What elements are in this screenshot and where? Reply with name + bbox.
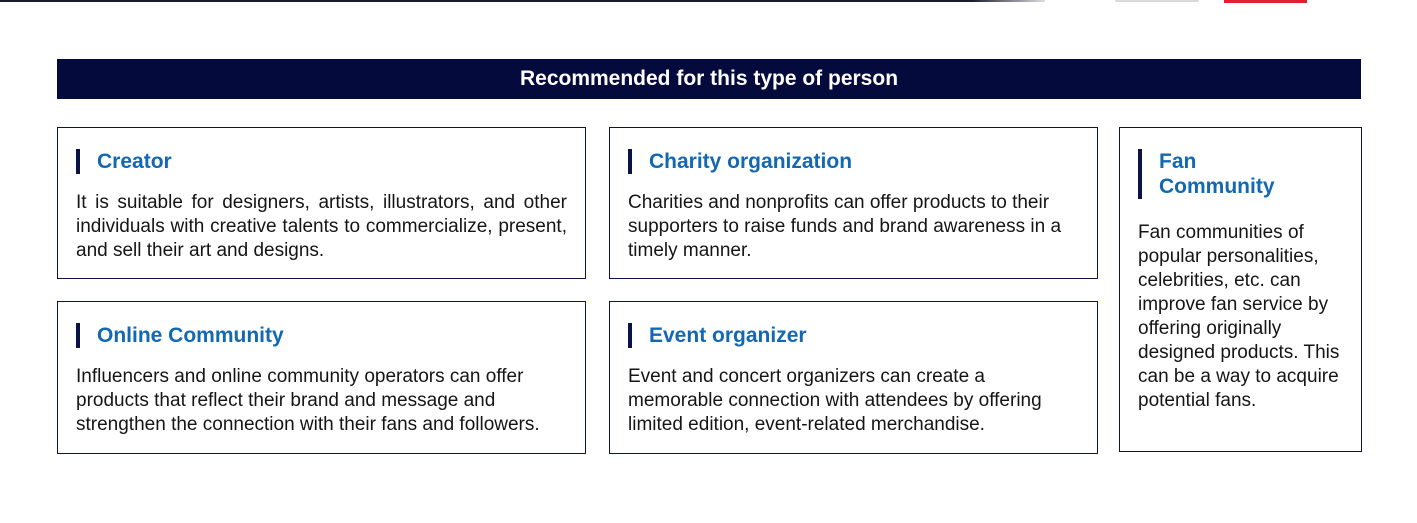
card-event-organizer-title: Event organizer bbox=[628, 323, 807, 348]
top-gray-button-edge bbox=[1115, 0, 1199, 2]
card-charity-organization-title: Charity organization bbox=[628, 149, 852, 174]
card-creator: Creator It is suitable for designers, ar… bbox=[57, 127, 586, 279]
section-banner-title: Recommended for this type of person bbox=[519, 67, 899, 90]
section-banner: Recommended for this type of person bbox=[57, 59, 1361, 99]
card-online-community: Online Community Influencers and online … bbox=[57, 301, 586, 454]
card-online-community-description: Influencers and online community operato… bbox=[76, 366, 540, 435]
card-event-organizer: Event organizer Event and concert organi… bbox=[609, 301, 1098, 454]
top-divider-line bbox=[0, 0, 1045, 2]
card-creator-title: Creator bbox=[76, 149, 172, 174]
card-event-organizer-description: Event and concert organizers can create … bbox=[628, 366, 1042, 435]
top-red-button-edge bbox=[1224, 0, 1307, 3]
card-creator-description: It is suitable for designers, artists, i… bbox=[76, 192, 567, 261]
card-charity-organization: Charity organization Charities and nonpr… bbox=[609, 127, 1098, 279]
card-fan-community-description: Fan communities of popular personalities… bbox=[1138, 222, 1340, 411]
card-fan-community-title: Fan Community bbox=[1138, 149, 1309, 199]
card-online-community-title: Online Community bbox=[76, 323, 284, 348]
card-fan-community: Fan Community Fan communities of popular… bbox=[1119, 127, 1362, 452]
card-charity-organization-description: Charities and nonprofits can offer produ… bbox=[628, 192, 1062, 261]
